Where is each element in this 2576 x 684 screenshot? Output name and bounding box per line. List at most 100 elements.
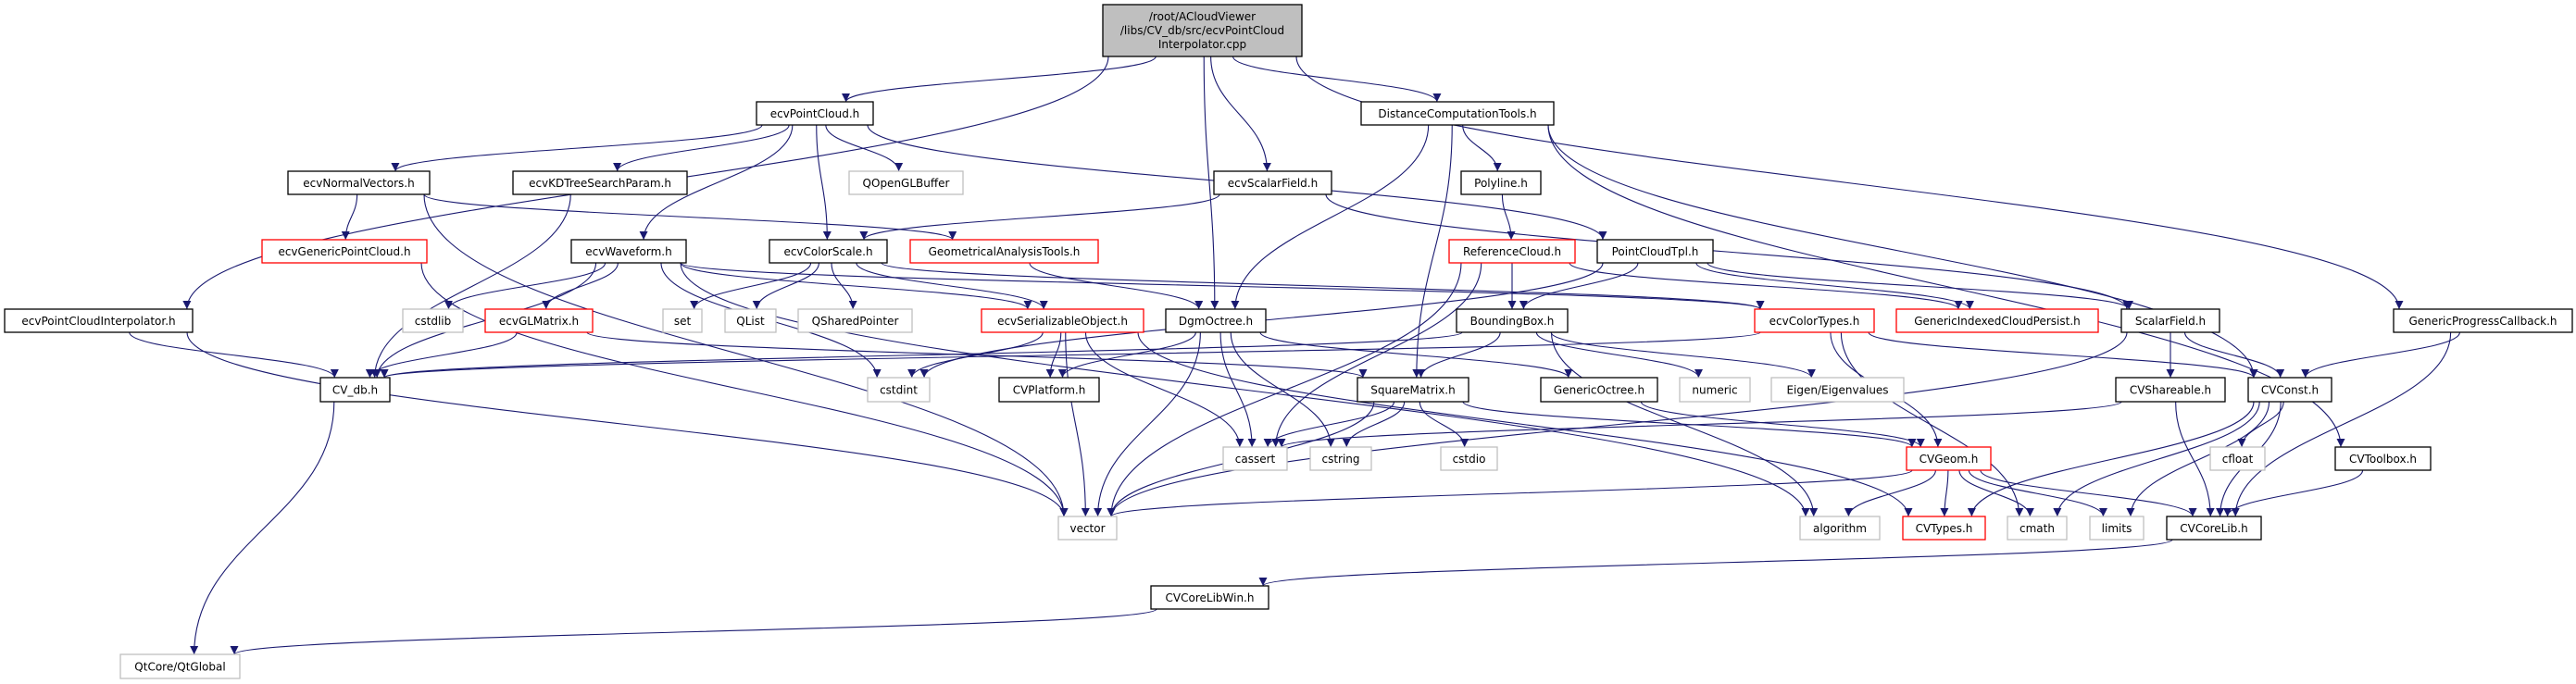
node-GenericProgressCallback[interactable]: GenericProgressCallback.h	[2393, 308, 2573, 333]
node-box	[1057, 516, 1118, 541]
edge-Polyline-to-ReferenceCloud	[1501, 193, 1516, 241]
node-CVCoreLib[interactable]: CVCoreLib.h	[2166, 516, 2262, 541]
node-GenericIndexedCloudPersist[interactable]: GenericIndexedCloudPersist.h	[1895, 308, 2099, 333]
edge-SquareMatrix-to-cassert	[1263, 401, 1395, 448]
node-PointCloudTpl[interactable]: PointCloudTpl.h	[1596, 239, 1714, 264]
node-CVPlatform[interactable]: CVPlatform.h	[998, 377, 1100, 403]
node-CV_db[interactable]: CV_db.h	[319, 377, 391, 403]
node-box	[2089, 516, 2145, 541]
root-node-label-line: /root/ACloudViewer	[1149, 10, 1256, 23]
node-GenericOctree[interactable]: GenericOctree.h	[1540, 377, 1658, 403]
node-ReferenceCloud[interactable]: ReferenceCloud.h	[1448, 239, 1576, 264]
node-label: BoundingBox.h	[1470, 315, 1555, 328]
edge-ecvColorTypes-to-CV_db	[381, 331, 1761, 379]
edge-DgmOctree-to-CVPlatform	[1057, 331, 1196, 379]
node-label: CVToolbox.h	[2349, 453, 2417, 466]
node-cstdlib: cstdlib	[402, 308, 464, 333]
node-box	[1456, 308, 1569, 333]
node-box	[287, 170, 431, 195]
node-BoundingBox[interactable]: BoundingBox.h	[1456, 308, 1569, 333]
node-CVGeom[interactable]: CVGeom.h	[1906, 446, 1992, 471]
node-label: CVConst.h	[2261, 384, 2319, 397]
node-numeric: numeric	[1679, 377, 1751, 403]
node-ecvColorScale[interactable]: ecvColorScale.h	[769, 239, 888, 264]
edge-BoundingBox-to-SquareMatrix	[1417, 331, 1501, 379]
edge-ecvColorTypes-to-CVConst	[1868, 331, 2258, 379]
node-label: cstring	[1321, 453, 1359, 466]
node-SquareMatrix[interactable]: SquareMatrix.h	[1357, 377, 1469, 403]
node-ecvKDTreeSearchParam[interactable]: ecvKDTreeSearchParam.h	[512, 170, 688, 195]
node-box	[1679, 377, 1751, 403]
node-cassert: cassert	[1222, 446, 1288, 471]
edge-SquareMatrix-to-cstring	[1342, 401, 1406, 448]
node-DistanceComputationTools[interactable]: DistanceComputationTools.h	[1360, 101, 1555, 126]
node-cstring: cstring	[1309, 446, 1372, 471]
node-label: CVGeom.h	[1919, 453, 1979, 466]
node-box	[402, 308, 464, 333]
edge-CVConst-to-cfloat	[2237, 401, 2284, 448]
node-ecvPointCloud[interactable]: ecvPointCloud.h	[756, 101, 874, 126]
node-CVShareable[interactable]: CVShareable.h	[2115, 377, 2226, 403]
node-ecvGLMatrix[interactable]: ecvGLMatrix.h	[484, 308, 594, 333]
node-ecvSerializableObject[interactable]: ecvSerializableObject.h	[981, 308, 1144, 333]
root-node[interactable]: /root/ACloudViewer/libs/CV_db/src/ecvPoi…	[1102, 4, 1303, 57]
edge-ecvSerializableObject-to-cstdint	[907, 331, 1044, 379]
node-label: SquareMatrix.h	[1370, 384, 1455, 397]
edge-ecvColorScale-to-set	[690, 262, 812, 310]
node-label: QtCore/QtGlobal	[134, 661, 225, 674]
node-ecvGenericPointCloud[interactable]: ecvGenericPointCloud.h	[261, 239, 428, 264]
edge-CVCoreLib-to-CVCoreLibWin	[1258, 539, 2173, 587]
node-box	[512, 170, 688, 195]
edge-DgmOctree-to-cassert	[1219, 331, 1257, 448]
edge-ecvWaveform-to-ecvColorTypes	[680, 262, 1765, 310]
edge-PointCloudTpl-to-BoundingBox	[1519, 262, 1639, 310]
node-label: ecvColorScale.h	[783, 245, 872, 258]
edge-ecvSerializableObject-to-cassert	[1084, 331, 1244, 448]
node-set: set	[662, 308, 703, 333]
node-box	[261, 239, 428, 264]
edge-CVShareable-to-cassert	[1277, 401, 2122, 448]
node-ecvScalarField[interactable]: ecvScalarField.h	[1213, 170, 1332, 195]
edge-ReferenceCloud-to-GenericIndexedCloudPersist	[1569, 262, 1963, 310]
node-box	[662, 308, 703, 333]
edge-ecvColorScale-to-ecvColorTypes	[881, 262, 1765, 310]
node-label: CVCoreLib.h	[2180, 522, 2247, 535]
edge-ecvColorScale-to-QList	[752, 262, 819, 310]
edge-CVGeom-to-cmath	[1958, 469, 2034, 517]
node-ScalarField[interactable]: ScalarField.h	[2120, 308, 2220, 333]
node-ecvColorTypes[interactable]: ecvColorTypes.h	[1754, 308, 1875, 333]
edge-BoundingBox-to-numeric	[1535, 331, 1703, 379]
node-box	[848, 170, 964, 195]
node-label: DistanceComputationTools.h	[1378, 107, 1536, 120]
node-box	[1222, 446, 1288, 471]
node-CVTypes[interactable]: CVTypes.h	[1902, 516, 1986, 541]
node-box	[1213, 170, 1332, 195]
node-box	[1596, 239, 1714, 264]
node-GeometricalAnalysisTools[interactable]: GeometricalAnalysisTools.h	[909, 239, 1099, 264]
edge-ecvPointCloud-to-QOpenGLBuffer	[825, 124, 904, 172]
node-CVCoreLibWin[interactable]: CVCoreLibWin.h	[1150, 585, 1269, 610]
node-DgmOctree[interactable]: DgmOctree.h	[1165, 308, 1267, 333]
edge-CVCoreLibWin-to-QtCoreQtGlobal	[230, 608, 1157, 655]
edge-PointCloudTpl-to-GenericIndexedCloudPersist	[1695, 262, 1974, 310]
node-label: ecvKDTreeSearchParam.h	[529, 177, 671, 190]
edge-DistanceComputationTools-to-CVConst	[1547, 124, 2258, 379]
node-label: cstdio	[1453, 453, 1486, 466]
node-box	[319, 377, 391, 403]
node-CVToolbox[interactable]: CVToolbox.h	[2334, 446, 2432, 471]
root-node-label-line: Interpolator.cpp	[1158, 38, 1246, 51]
node-QList: QList	[724, 308, 777, 333]
node-Polyline[interactable]: Polyline.h	[1460, 170, 1542, 195]
node-ecvNormalVectors[interactable]: ecvNormalVectors.h	[287, 170, 431, 195]
node-label: CVCoreLibWin.h	[1166, 591, 1255, 604]
edge-ecvGenericPointCloud-to-vector	[420, 262, 1069, 517]
node-ecvPointCloudInterpolator[interactable]: ecvPointCloudInterpolator.h	[4, 308, 194, 333]
node-label: vector	[1069, 522, 1105, 535]
node-CVConst[interactable]: CVConst.h	[2247, 377, 2332, 403]
edge-CVGeom-to-CVTypes	[1940, 469, 1949, 517]
node-cstdio: cstdio	[1440, 446, 1498, 471]
node-box	[1360, 101, 1555, 126]
node-ecvWaveform[interactable]: ecvWaveform.h	[570, 239, 687, 264]
root-node-label-line: /libs/CV_db/src/ecvPointCloud	[1120, 24, 1284, 37]
edge-CV_db-to-QtCoreQtGlobal	[190, 401, 335, 655]
